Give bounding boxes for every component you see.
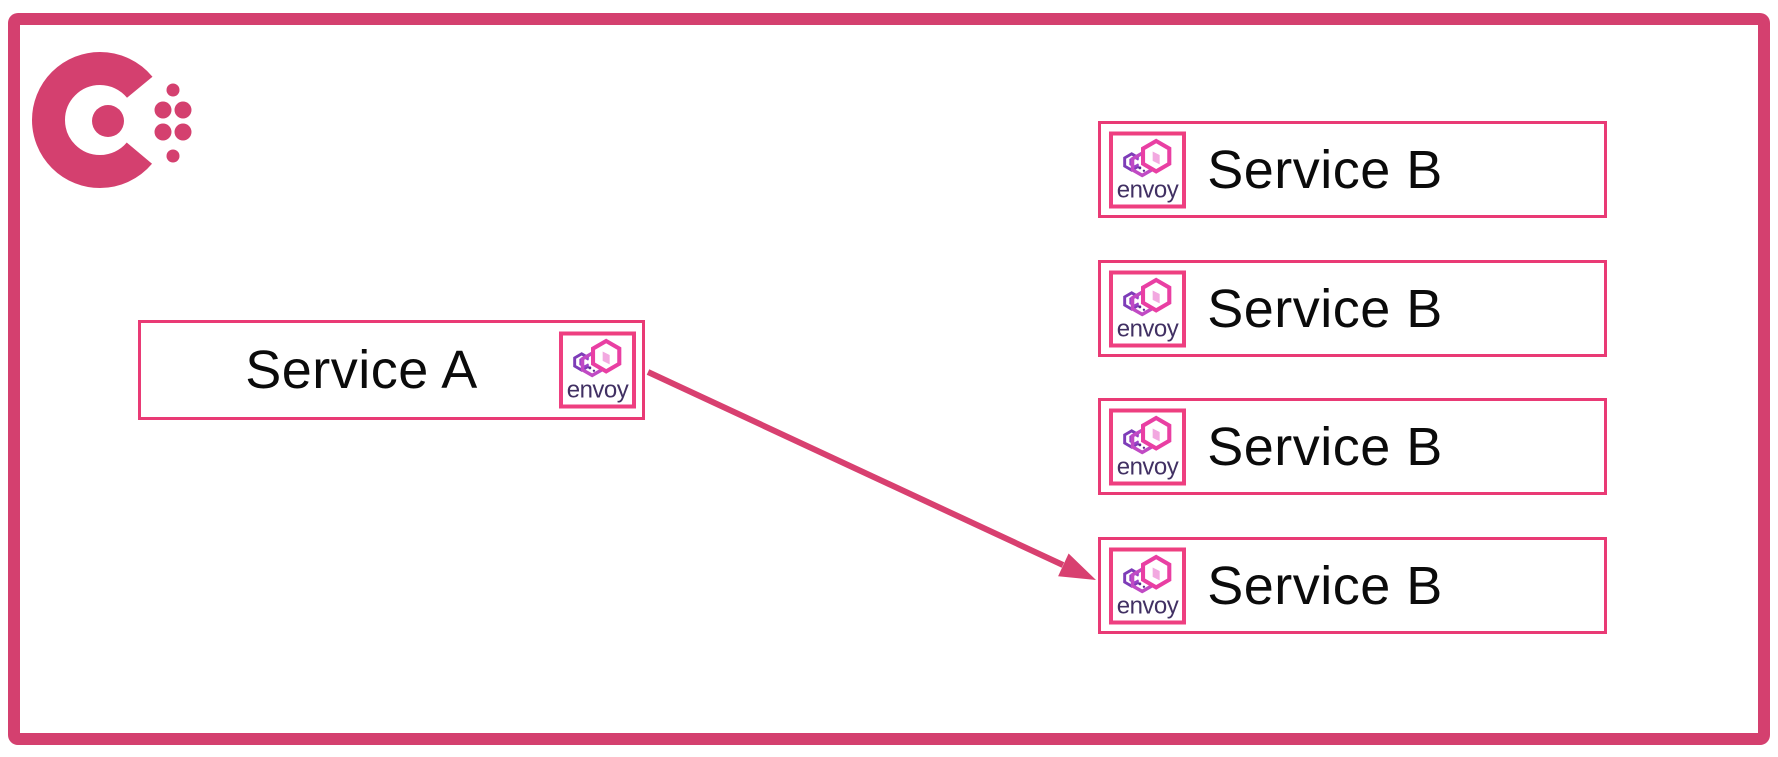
envoy-hexagons-icon: [572, 338, 621, 378]
envoy-hexagons-icon: [1122, 415, 1171, 454]
service-b-1-label: Service B: [1207, 139, 1443, 200]
service-b-2-label: Service B: [1207, 278, 1443, 339]
envoy-wordmark: envoy: [566, 376, 629, 404]
service-b-3-label: Service B: [1207, 416, 1443, 477]
service-b-2-envoy-badge: envoy: [1109, 270, 1186, 347]
envoy-wordmark: envoy: [1116, 592, 1179, 619]
service-a-label: Service A: [245, 340, 478, 400]
envoy-wordmark: envoy: [1116, 453, 1179, 480]
service-b-4-label: Service B: [1207, 555, 1443, 616]
service-a-envoy-badge: envoy: [559, 331, 636, 409]
envoy-wordmark: envoy: [1116, 315, 1179, 342]
service-b-box-3: envoy Service B: [1098, 398, 1607, 495]
service-b-3-envoy-badge: envoy: [1109, 408, 1186, 485]
service-b-box-2: envoy Service B: [1098, 260, 1607, 357]
envoy-hexagons-icon: [1122, 554, 1171, 593]
service-b-1-envoy-badge: envoy: [1109, 131, 1186, 208]
envoy-hexagons-icon: [1122, 138, 1171, 177]
service-b-4-envoy-badge: envoy: [1109, 547, 1186, 624]
envoy-wordmark: envoy: [1116, 176, 1179, 203]
service-b-box-1: envoy Service B: [1098, 121, 1607, 218]
service-a-box: Service A envoy: [138, 320, 645, 420]
service-b-box-4: envoy Service B: [1098, 537, 1607, 634]
consul-logo-icon: [32, 52, 192, 188]
envoy-hexagons-icon: [1122, 277, 1171, 316]
mesh-boundary-frame: [8, 13, 1770, 745]
